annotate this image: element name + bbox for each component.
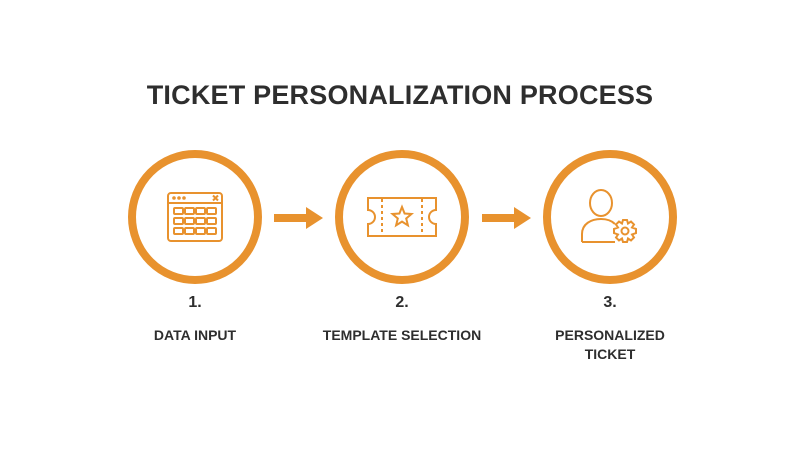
ticket-star-icon — [367, 197, 437, 237]
data-grid-window-icon — [167, 192, 223, 242]
step-template-selection: 2. TEMPLATE SELECTION — [302, 150, 502, 345]
step-number: 1. — [188, 294, 202, 311]
step-number: 2. — [395, 294, 409, 311]
step-circle — [543, 150, 677, 284]
step-number: 3. — [603, 294, 617, 311]
step-label: TEMPLATE SELECTION — [322, 327, 482, 343]
arrow-right-icon — [482, 207, 531, 229]
user-gear-icon — [581, 189, 637, 243]
step-data-input: 1. DATA INPUT — [95, 150, 295, 345]
step-personalized-ticket: 3. PERSONALIZED TICKET — [510, 150, 710, 364]
step-circle — [128, 150, 262, 284]
step-circle — [335, 150, 469, 284]
page-title: TICKET PERSONALIZATION PROCESS — [146, 80, 654, 110]
arrow-right-icon — [274, 207, 323, 229]
step-label: PERSONALIZED TICKET — [555, 327, 665, 362]
step-label: DATA INPUT — [153, 327, 237, 343]
